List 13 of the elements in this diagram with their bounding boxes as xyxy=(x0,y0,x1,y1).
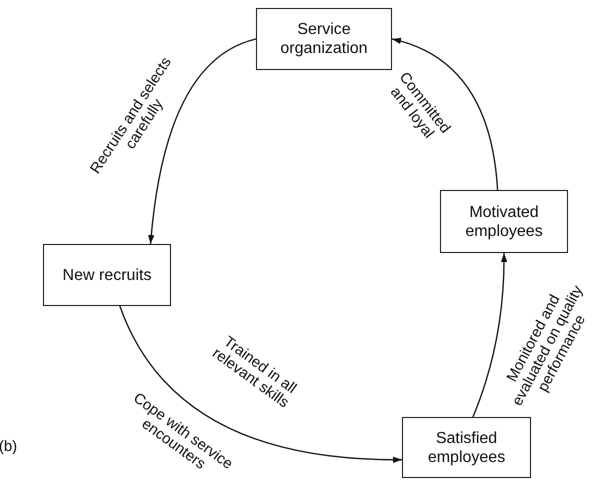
arrow xyxy=(472,253,508,418)
arrow xyxy=(119,306,402,463)
process-box xyxy=(256,8,392,70)
node-text: Satisfied employees xyxy=(426,428,506,466)
node-text: Motivated employees xyxy=(464,202,544,240)
panel-label: (b) xyxy=(0,439,18,455)
process-box xyxy=(402,417,531,478)
arrow xyxy=(148,38,256,244)
node-text: New recruits xyxy=(62,266,152,284)
arrow xyxy=(392,38,498,190)
process-box xyxy=(440,190,568,253)
node-text: Service organization xyxy=(279,20,369,58)
process-box xyxy=(43,244,171,306)
